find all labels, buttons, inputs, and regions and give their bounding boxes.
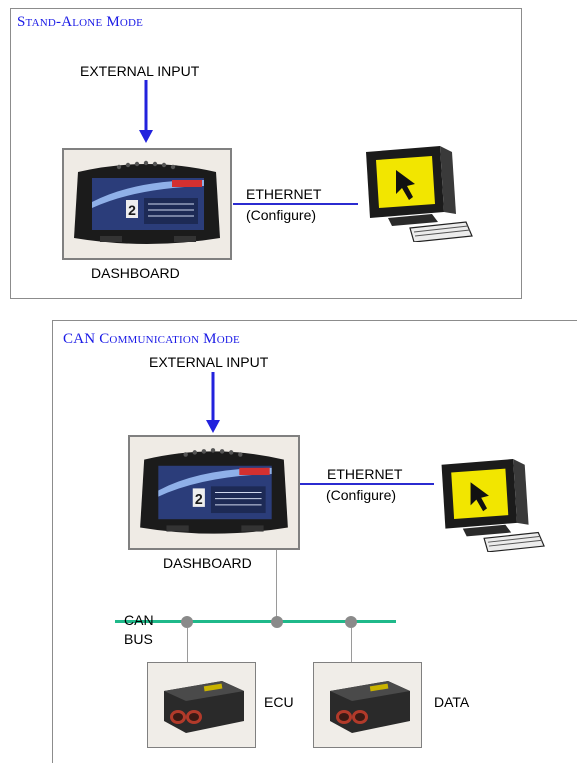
standalone-ethernet-line — [233, 203, 358, 205]
dashboard-device-icon: 2 — [64, 150, 230, 258]
can-mode-title: CAN Communication Mode — [63, 331, 240, 347]
data-label: DATA — [434, 694, 470, 710]
dashboard-bus-connector — [276, 550, 277, 622]
can-external-input-label: EXTERNAL INPUT — [149, 354, 269, 370]
can-ethernet-line — [300, 483, 434, 485]
ecu-frame — [147, 662, 256, 748]
dashboard-device-icon: 2 — [130, 437, 298, 548]
standalone-panel — [10, 8, 522, 299]
bus-node-data — [345, 616, 357, 628]
bus-node-dashboard — [271, 616, 283, 628]
can-input-arrow — [206, 372, 220, 433]
can-bus-line — [115, 620, 396, 623]
can-dashboard-frame: 2 — [128, 435, 300, 550]
can-configure-label: (Configure) — [326, 487, 397, 503]
standalone-ethernet-label: ETHERNET — [246, 186, 322, 202]
ecu-label: ECU — [264, 694, 294, 710]
computer-icon — [366, 146, 473, 242]
data-bus-connector — [351, 628, 352, 662]
can-mode-panel — [52, 320, 577, 763]
ecu-device-icon — [164, 681, 244, 733]
ecu-bus-connector — [187, 628, 188, 662]
can-dashboard-label: DASHBOARD — [163, 555, 252, 571]
bus-node-ecu — [181, 616, 193, 628]
gear-readout: 2 — [128, 202, 136, 218]
standalone-external-input-label: EXTERNAL INPUT — [80, 63, 200, 79]
standalone-input-arrow — [139, 80, 153, 143]
gear-readout: 2 — [195, 492, 203, 508]
can-label: CAN — [124, 612, 154, 628]
standalone-title: Stand-Alone Mode — [17, 14, 144, 30]
standalone-configure-label: (Configure) — [246, 207, 317, 223]
data-logger-device-icon — [330, 681, 410, 733]
bus-label: BUS — [124, 631, 153, 647]
standalone-dashboard-label: DASHBOARD — [91, 265, 180, 281]
standalone-dashboard-frame: 2 — [62, 148, 232, 260]
can-ethernet-label: ETHERNET — [327, 466, 403, 482]
computer-icon — [441, 459, 545, 552]
data-logger-frame — [313, 662, 422, 748]
